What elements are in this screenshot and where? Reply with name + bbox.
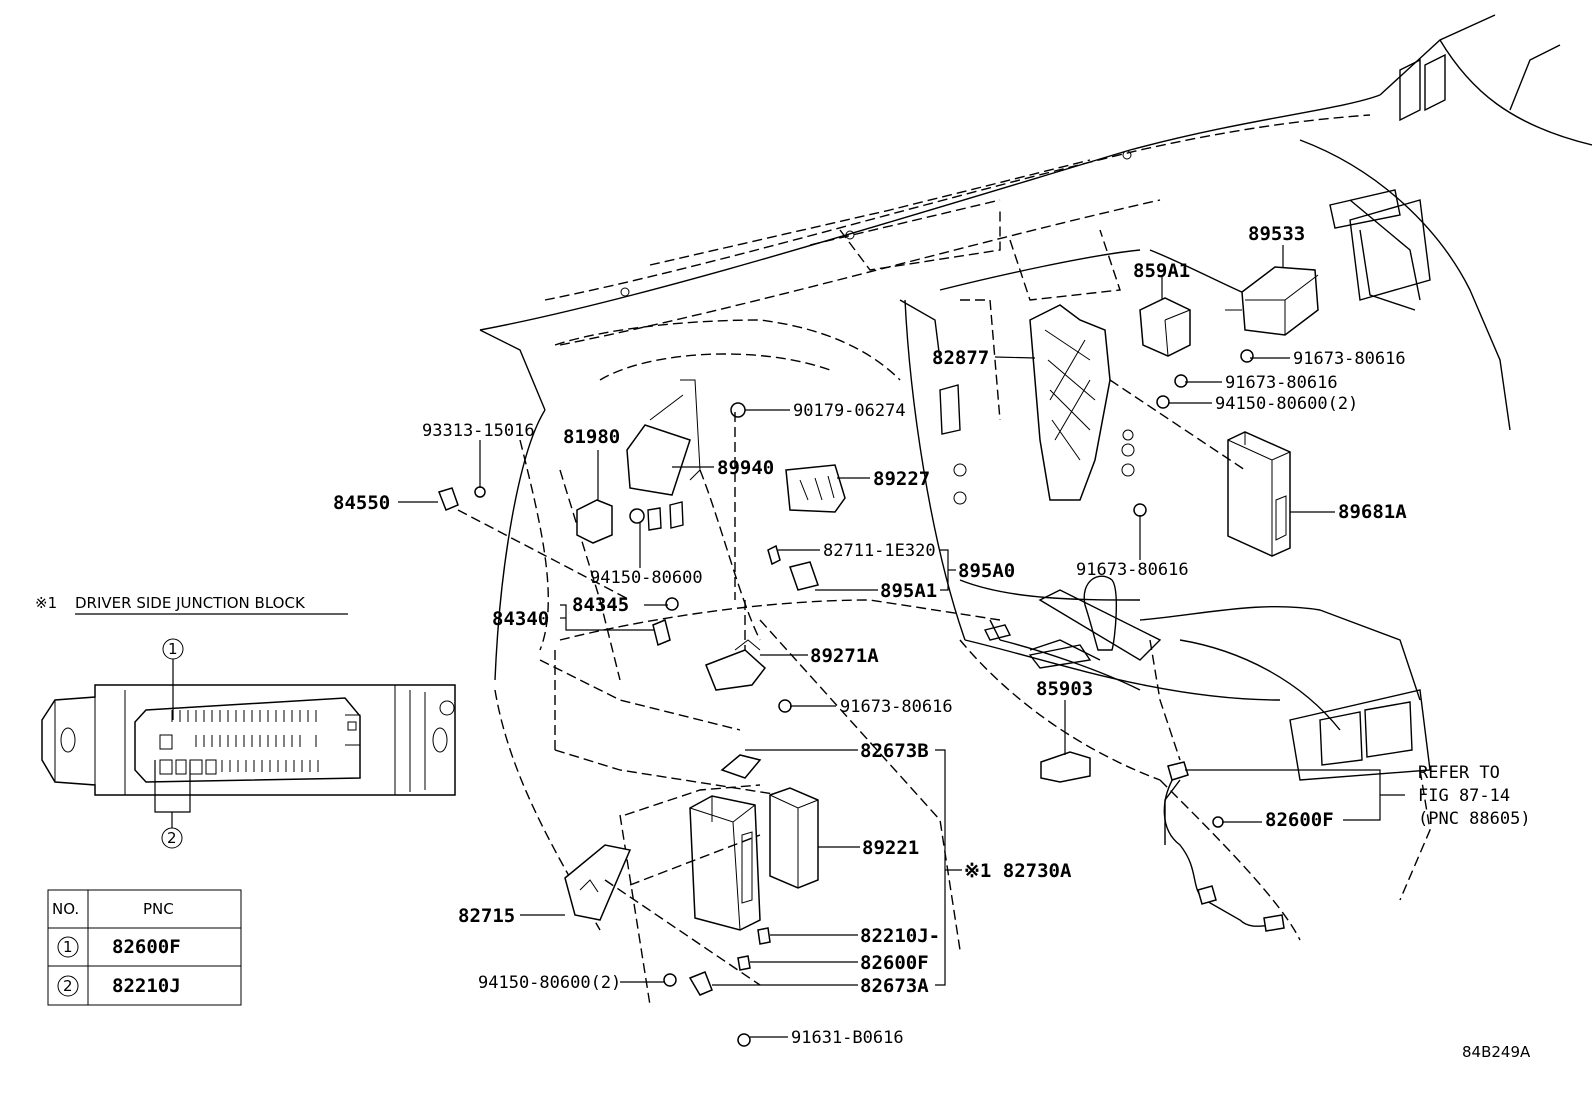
table-header-pnc: PNC (143, 900, 174, 918)
label-89271A: 89271A (810, 645, 879, 667)
label-82210J: 82210J- (860, 925, 940, 947)
label-refer-pnc: (PNC 88605) (1418, 809, 1531, 829)
label-refer-to: REFER TO (1418, 763, 1500, 783)
label-82711-1E320: 82711-1E320 (823, 541, 936, 561)
label-refer-fig: FIG 87-14 (1418, 786, 1510, 806)
label-90179-06274: 90179-06274 (793, 401, 906, 421)
label-84340: 84340 (492, 608, 549, 630)
label-91673-80616-c: 91673-80616 (1076, 560, 1189, 580)
label-82600F: 82600F (1265, 809, 1334, 831)
label-82673B: 82673B (860, 740, 929, 762)
label-82600F-b: 82600F (860, 952, 929, 974)
label-94150-80600-2-a: 94150-80600(2) (1215, 394, 1358, 414)
label-84550: 84550 (333, 492, 390, 514)
label-859A1: 859A1 (1133, 260, 1190, 282)
part-shapes (438, 266, 1319, 1047)
label-895A0: 895A0 (958, 560, 1015, 582)
label-895A1: 895A1 (880, 580, 937, 602)
table-row-1-no: 1 (63, 938, 73, 956)
label-89221: 89221 (862, 837, 919, 859)
callout-2-text: 2 (167, 829, 177, 847)
inset-title: DRIVER SIDE JUNCTION BLOCK (75, 594, 306, 612)
label-82877: 82877 (932, 347, 989, 369)
label-89681A: 89681A (1338, 501, 1407, 523)
label-91673-80616-a: 91673-80616 (1293, 349, 1406, 369)
label-91631-B0616: 91631-B0616 (791, 1028, 904, 1048)
pnc-table: NO. PNC 1 82600F 2 82210J (47, 889, 242, 1006)
label-93313-15016: 93313-15016 (422, 421, 535, 441)
label-84345: 84345 (572, 594, 629, 616)
label-89940: 89940 (717, 457, 774, 479)
label-82715: 82715 (458, 905, 515, 927)
fuse-rows (159, 710, 319, 775)
inset-marker: ※1 (35, 594, 57, 612)
table-header-no: NO. (52, 900, 79, 918)
label-85903: 85903 (1036, 678, 1093, 700)
label-89227: 89227 (873, 468, 930, 490)
table-row-2-pnc: 82210J (112, 975, 181, 997)
label-82673A: 82673A (860, 975, 929, 997)
inset-junction-block: ※1 DRIVER SIDE JUNCTION BLOCK 1 2 (35, 594, 456, 849)
part-labels: 89533 859A1 82877 91673-80616 91673-8061… (333, 223, 1531, 1048)
dashboard-outline (479, 14, 1592, 1006)
label-91673-80616-b: 91673-80616 (1225, 373, 1338, 393)
diagram-id: 84B249A (1462, 1043, 1531, 1061)
label-89533: 89533 (1248, 223, 1305, 245)
table-row-2-no: 2 (63, 977, 73, 995)
table-row-1-pnc: 82600F (112, 936, 181, 958)
label-91673-80616-d: 91673-80616 (840, 697, 953, 717)
leader-lines (398, 245, 1405, 1038)
label-94150-80600-2-b: 94150-80600(2) (478, 973, 621, 993)
label-81980: 81980 (563, 426, 620, 448)
label-94150-80600: 94150-80600 (590, 568, 703, 588)
label-82730A: ※1 82730A (964, 860, 1072, 882)
callout-1-text: 1 (168, 640, 178, 658)
